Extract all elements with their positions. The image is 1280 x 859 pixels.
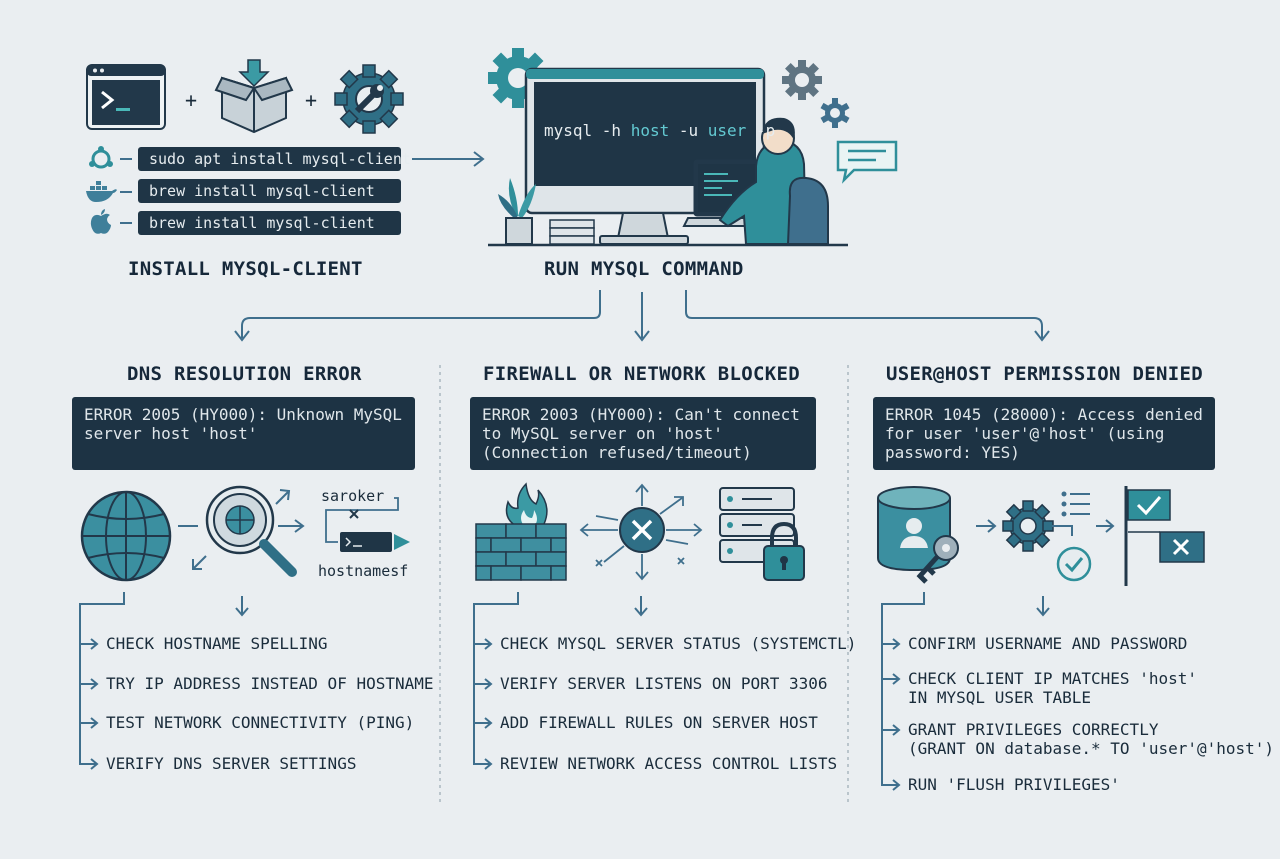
permission-step-2: CHECK CLIENT IP MATCHES 'host' IN MYSQL … (908, 669, 1197, 707)
firewall-step-2: VERIFY SERVER LISTENS ON PORT 3306 (500, 674, 828, 693)
dns-error-message: ERROR 2005 (HY000): Unknown MySQL server… (72, 397, 415, 470)
install-to-run-arrow (412, 151, 485, 167)
plus-icon: + (185, 88, 198, 112)
install-command-docker[interactable]: brew install mysql-client (138, 179, 401, 203)
install-command-ubuntu[interactable]: sudo apt install mysql-client (138, 147, 411, 171)
firewall-step-1: CHECK MYSQL SERVER STATUS (SYSTEMCTL) (500, 634, 857, 653)
firewall-network-icons (475, 482, 805, 581)
permission-icons (877, 486, 1205, 586)
firewall-step-3: ADD FIREWALL RULES ON SERVER HOST (500, 713, 818, 732)
dns-step-2: TRY IP ADDRESS INSTEAD OF HOSTNAME (106, 674, 434, 693)
computer-desk-illustration (488, 67, 848, 247)
hostname-label-top: saroker (321, 487, 385, 505)
firewall-error-message: ERROR 2003 (HY000): Can't connect to MyS… (470, 397, 816, 470)
hostname-label-bottom: hostnamesf (318, 562, 409, 580)
ubuntu-icon (89, 146, 113, 169)
dns-error-title: DNS RESOLUTION ERROR (127, 363, 362, 385)
dns-step-1: CHECK HOSTNAME SPELLING (106, 634, 328, 653)
docker-icon (86, 181, 117, 202)
dns-step-4: VERIFY DNS SERVER SETTINGS (106, 754, 357, 773)
permission-error-title: USER@HOST PERMISSION DENIED (886, 363, 1203, 385)
apple-icon (90, 209, 111, 234)
install-command-mac[interactable]: brew install mysql-client (138, 211, 401, 235)
terminal-icon (86, 64, 166, 130)
mysql-command-screen: mysql -h host -u user -p (544, 121, 776, 140)
gear-small-icon (782, 60, 822, 100)
permission-step-4: RUN 'FLUSH PRIVILEGES' (908, 775, 1120, 794)
package-box-icon (214, 59, 294, 134)
install-title: INSTALL MYSQL-CLIENT (128, 258, 363, 280)
permission-step-1: CONFIRM USERNAME AND PASSWORD (908, 634, 1188, 653)
run-title: RUN MYSQL COMMAND (544, 258, 744, 280)
plus-icon: + (305, 88, 318, 112)
firewall-error-title: FIREWALL OR NETWORK BLOCKED (483, 363, 800, 385)
dns-lookup-flow-icons (178, 485, 410, 577)
permission-step-3: GRANT PRIVILEGES CORRECTLY (GRANT ON dat… (908, 720, 1275, 758)
dns-step-3: TEST NETWORK CONNECTIVITY (PING) (106, 713, 415, 732)
globe-icon (80, 490, 172, 582)
permission-error-message: ERROR 1045 (28000): Access denied for us… (873, 397, 1215, 470)
firewall-step-4: REVIEW NETWORK ACCESS CONTROL LISTS (500, 754, 838, 773)
gear-wrench-icon (334, 64, 404, 134)
gear-tiny-icon (820, 98, 850, 128)
chat-bubble-icon (836, 140, 898, 184)
